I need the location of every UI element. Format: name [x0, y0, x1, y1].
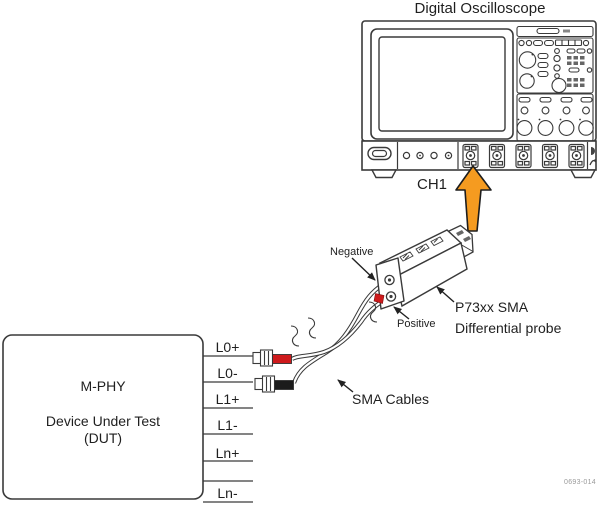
- pin-label-l0-minus: L0-: [217, 365, 238, 381]
- button-grid: [566, 48, 593, 87]
- oscilloscope-illustration: [361, 20, 597, 179]
- channel-1-label: CH1: [417, 176, 448, 193]
- probe-comp-terminal-icon: [589, 147, 597, 166]
- positive-label: Positive: [397, 318, 436, 330]
- aux-bnc-icon: [568, 143, 585, 169]
- sma-cables-illustration: [290, 279, 391, 384]
- oscilloscope-feet: [370, 169, 597, 179]
- channel-3-bnc-icon: [515, 143, 532, 169]
- oscilloscope-control-panel: [516, 25, 594, 142]
- disc-slot-icon: [536, 27, 560, 35]
- sma-cable-positive: [290, 295, 391, 361]
- negative-label: Negative: [330, 246, 374, 258]
- dut-box: [2, 334, 204, 500]
- sma-cables-callout-arrow: [337, 379, 354, 393]
- callout-arrows: [337, 257, 455, 393]
- pin-label-l0-plus: L0+: [215, 339, 240, 355]
- probe-top-markings: [399, 236, 444, 262]
- sma-cables-label: SMA Cables: [352, 391, 430, 407]
- trigger-knob: [551, 77, 567, 94]
- pin-label-l1-minus: L1-: [217, 417, 238, 433]
- cable-break-marks: [290, 301, 378, 347]
- figure-number: 0693-014: [564, 479, 596, 486]
- dut-description-label: Device Under Test: [45, 413, 161, 429]
- oscilloscope-title: Digital Oscilloscope: [414, 0, 546, 17]
- pin-label-l1-plus: L1+: [215, 391, 240, 407]
- usb-ports-icon: [402, 151, 453, 160]
- negative-input-connector: [384, 274, 395, 286]
- differential-probe-illustration: [373, 224, 474, 310]
- positive-input-connector: [385, 291, 397, 302]
- vertical-knobs: [518, 51, 537, 89]
- positive-red-marker: [373, 293, 385, 304]
- oscilloscope-screen: [370, 28, 514, 140]
- sma-cable-negative: [292, 279, 390, 384]
- dut-name-label: M-PHY: [80, 378, 126, 394]
- negative-callout-arrow: [351, 257, 376, 281]
- dut-pin-lines: [203, 355, 253, 503]
- channel-4-bnc-icon: [541, 143, 559, 169]
- probe-callout-arrow: [436, 286, 455, 303]
- pin-label-ln-minus: Ln-: [217, 485, 238, 501]
- horizontal-knobs: [516, 96, 594, 136]
- sma-connector-negative-black: [254, 375, 294, 393]
- probe-name-line1: P73xx SMA: [455, 299, 529, 315]
- dut-illustration: [2, 334, 253, 503]
- channel-2-bnc-icon: [488, 143, 506, 169]
- power-button-icon: [367, 146, 392, 161]
- dut-acronym-label: (DUT): [83, 430, 123, 446]
- front-connector-strip: [361, 140, 597, 171]
- sma-connector-positive-red: [252, 349, 292, 367]
- pin-label-ln-plus: Ln+: [215, 445, 240, 461]
- positive-callout-arrow: [393, 306, 410, 320]
- probe-name-line2: Differential probe: [455, 320, 562, 336]
- ch1-connection-arrow-icon: [455, 165, 492, 232]
- channel-1-bnc-icon: [462, 143, 479, 169]
- probe-name-label: P73xx SMA Differential probe: [455, 297, 561, 339]
